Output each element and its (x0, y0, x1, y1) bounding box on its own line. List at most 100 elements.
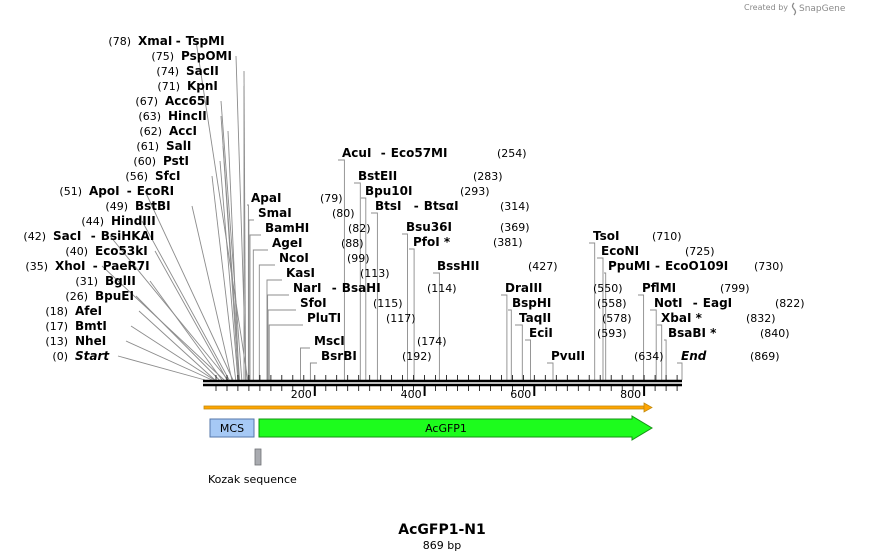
enzyme-label-10[interactable]: (49)BstBI (105, 199, 170, 213)
enzyme-label-42[interactable]: TaqII (578) (519, 311, 632, 325)
enzyme-label-39[interactable]: BssHII(427) (437, 259, 558, 273)
enzyme-label-17[interactable]: (67)Acc65I (135, 94, 209, 108)
enzyme-name: HincII (168, 109, 207, 123)
enzyme-name: NheI (75, 334, 106, 348)
enzyme-label-14[interactable]: (61)SalI (136, 139, 191, 153)
enzyme-label-50[interactable]: XbaI *(832) (661, 311, 776, 325)
enzyme-label-51[interactable]: BsaBI *(840) (668, 326, 790, 340)
enzyme-label-2[interactable]: (17)BmtI (45, 319, 106, 333)
enzyme-position: (74) (156, 65, 179, 78)
enzyme-label-24[interactable]: BamHI(82) (265, 221, 371, 235)
mcs-feature[interactable]: MCS (209, 418, 255, 438)
enzyme-leader-line (638, 294, 645, 380)
enzyme-name: BstEII (358, 169, 397, 183)
enzyme-label-6[interactable]: (35)XhoI-PaeR7I (25, 259, 149, 273)
enzyme-label-13[interactable]: (60)PstI (133, 154, 189, 168)
enzyme-label-11[interactable]: (51)ApoI-EcoRI (59, 184, 174, 198)
enzyme-position: (71) (157, 80, 180, 93)
enzyme-label-38[interactable]: PfoI * (381) (413, 235, 523, 249)
enzyme-label-40[interactable]: DraIII(550) (505, 281, 623, 295)
enzyme-label-48[interactable]: PflMI(799) (642, 281, 750, 295)
acgfp1-feature[interactable]: AcGFP1 (258, 415, 653, 441)
enzyme-label-25[interactable]: AgeI(88) (272, 236, 364, 250)
enzyme-label-4[interactable]: (26)BpuEI (65, 289, 134, 303)
enzyme-position: (578) (602, 312, 632, 325)
kozak-box (254, 448, 262, 466)
enzyme-name: Start (75, 349, 110, 363)
enzyme-label-5[interactable]: (31)BglII (75, 274, 135, 288)
enzyme-position: (62) (139, 125, 162, 138)
enzyme-label-44[interactable]: PvuII(634) (551, 349, 664, 363)
enzyme-label-19[interactable]: (74)SacII (156, 64, 218, 78)
enzyme-leader-line (220, 115, 241, 381)
enzyme-label-34[interactable]: BstEII (283) (358, 169, 503, 183)
enzyme-leader-line (252, 249, 268, 380)
enzyme-name: TaqII (519, 311, 551, 325)
enzyme-label-49[interactable]: NotI-EagI(822) (654, 296, 805, 310)
orf-feature[interactable] (203, 402, 653, 413)
acgfp1-arrow (258, 415, 653, 441)
enzyme-name-secondary: PaeR7I (103, 259, 150, 273)
enzyme-label-20[interactable]: (75)PspOMI (151, 49, 232, 63)
enzyme-leader-line (664, 339, 667, 380)
enzyme-position: (369) (500, 221, 530, 234)
enzyme-label-3[interactable]: (18)AfeI (45, 304, 102, 318)
enzyme-name: XhoI (55, 259, 86, 273)
enzyme-label-43[interactable]: EciI(593) (529, 326, 627, 340)
enzyme-label-35[interactable]: Bpu10I(293) (365, 184, 490, 198)
enzyme-leader-line (235, 55, 247, 381)
enzyme-label-45[interactable]: TsoI(710) (593, 229, 682, 243)
enzyme-label-47[interactable]: PpuMI-EcoO109I(730) (608, 259, 784, 273)
enzyme-position: (60) (133, 155, 156, 168)
enzyme-name: MscI (314, 334, 345, 348)
enzyme-leader-line (409, 248, 415, 380)
enzyme-label-52[interactable]: End(869) (681, 349, 780, 363)
enzyme-position: (283) (473, 170, 503, 183)
enzyme-label-30[interactable]: PluTI(117) (307, 311, 416, 325)
enzyme-label-29[interactable]: SfoI(115) (300, 296, 403, 310)
kozak-label: Kozak sequence (208, 473, 297, 486)
enzyme-name: BssHII (437, 259, 479, 273)
enzyme-label-12[interactable]: (56)SfcI (125, 169, 180, 183)
enzyme-label-32[interactable]: BsrBI(192) (321, 349, 432, 363)
enzyme-label-31[interactable]: MscI(174) (314, 334, 447, 348)
enzyme-label-0[interactable]: (0)Start (52, 349, 110, 363)
enzyme-label-15[interactable]: (62)AccI (139, 124, 197, 138)
enzyme-label-21[interactable]: (78)XmaI-TspMI (108, 34, 224, 48)
enzyme-label-1[interactable]: (13)NheI (45, 334, 106, 348)
enzyme-label-37[interactable]: Bsu36I(369) (406, 220, 530, 234)
enzyme-label-33[interactable]: AcuI-Eco57MI(254) (342, 146, 527, 160)
enzyme-name: NarI (293, 281, 322, 295)
enzyme-position: (88) (341, 237, 364, 250)
enzyme-name: AfeI (75, 304, 102, 318)
enzyme-separator: - (381, 146, 386, 160)
enzyme-position: (113) (360, 267, 390, 280)
enzyme-label-41[interactable]: BspHI(558) (512, 296, 627, 310)
enzyme-position: (381) (493, 236, 523, 249)
enzyme-name: SfoI (300, 296, 327, 310)
enzyme-label-46[interactable]: EcoNI(725) (601, 244, 715, 258)
kozak-feature[interactable]: Kozak sequence (208, 448, 297, 486)
enzyme-label-9[interactable]: (44)HindIII (81, 214, 155, 228)
enzyme-name: PfoI * (413, 235, 451, 249)
enzyme-position: (40) (65, 245, 88, 258)
enzyme-labels: (0)Start(13)NheI(17)BmtI(18)AfeI(26)BpuE… (23, 34, 804, 363)
map-length: 869 bp (423, 539, 461, 552)
enzyme-position: (840) (760, 327, 790, 340)
enzyme-label-16[interactable]: (63)HincII (138, 109, 206, 123)
enzyme-label-8[interactable]: (42)SacI-BsiHKAI (23, 229, 154, 243)
enzyme-label-36[interactable]: BtsI-BtsαI(314) (375, 199, 530, 213)
enzyme-label-28[interactable]: NarI-BsaHI(114) (293, 281, 457, 295)
enzyme-name: EciI (529, 326, 553, 340)
enzyme-label-23[interactable]: SmaI(80) (258, 206, 355, 220)
enzyme-leader-line (267, 294, 289, 380)
enzyme-name: Acc65I (165, 94, 210, 108)
enzyme-name-secondary: EcoO109I (665, 259, 728, 273)
enzyme-leader-line (125, 340, 213, 381)
enzyme-label-27[interactable]: KasI(113) (286, 266, 390, 280)
enzyme-label-18[interactable]: (71)KpnI (157, 79, 218, 93)
enzyme-label-7[interactable]: (40)Eco53kI (65, 244, 147, 258)
enzyme-leader-line (117, 355, 206, 381)
enzyme-label-22[interactable]: ApaI(79) (251, 191, 343, 205)
enzyme-label-26[interactable]: NcoI(99) (279, 251, 370, 265)
